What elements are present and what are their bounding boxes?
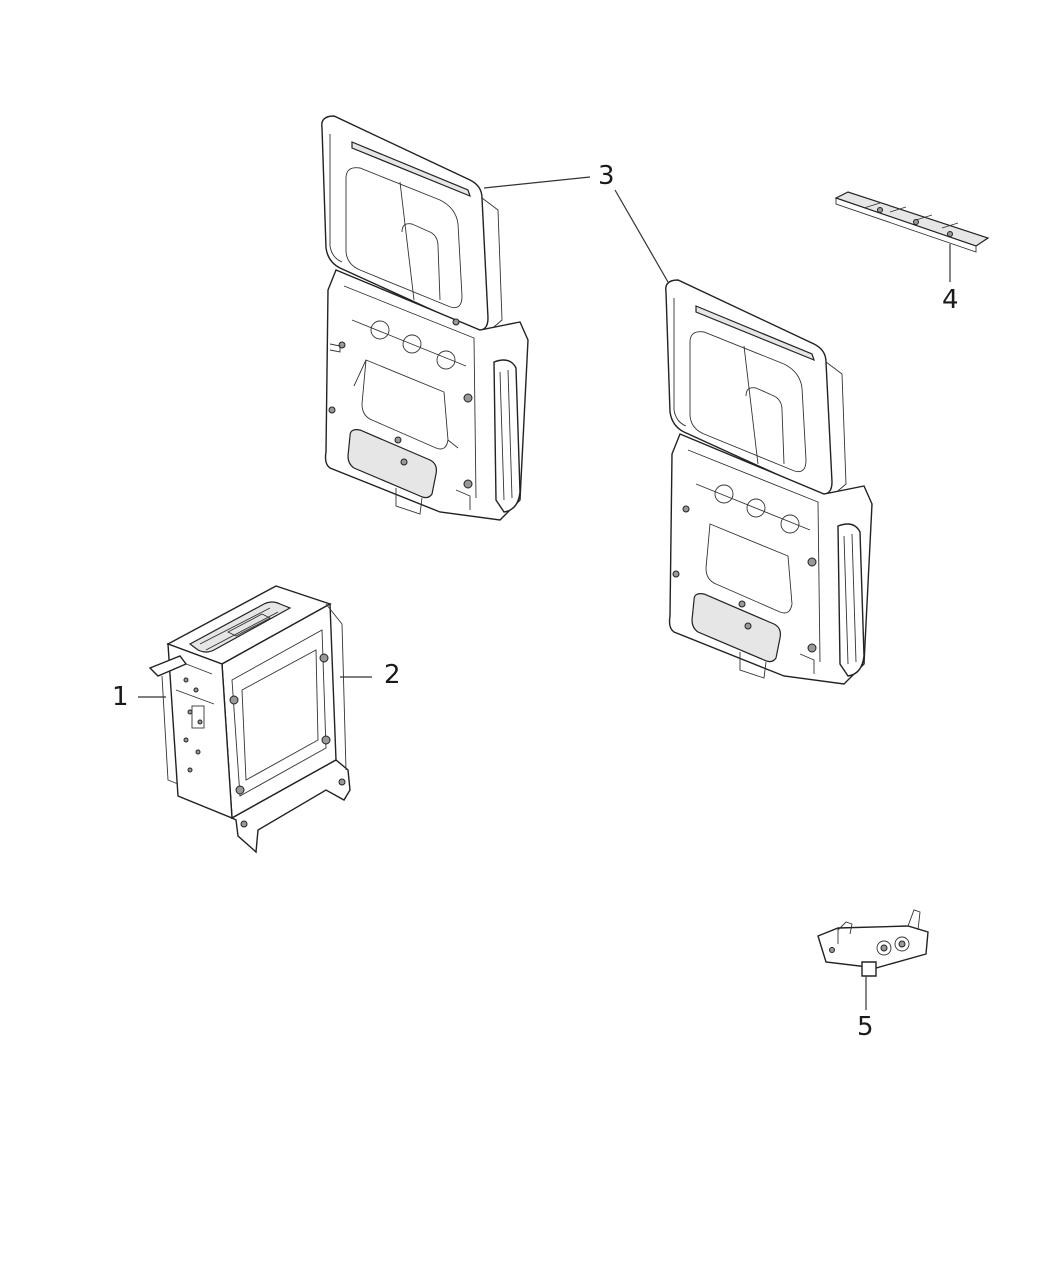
callout-5: 5	[857, 1012, 874, 1042]
callout-2: 2	[384, 660, 401, 690]
callout-4: 4	[942, 285, 959, 315]
leader-line-3b	[614, 189, 669, 283]
bracket-strip-part	[834, 191, 990, 253]
headrest-monitor-right	[665, 279, 873, 685]
leader-line-3a	[483, 176, 591, 189]
video-module-part	[148, 585, 351, 854]
callout-3: 3	[598, 161, 615, 191]
callout-1: 1	[112, 682, 129, 712]
headrest-monitor-left	[321, 115, 529, 521]
connector-bracket-part	[817, 909, 929, 977]
